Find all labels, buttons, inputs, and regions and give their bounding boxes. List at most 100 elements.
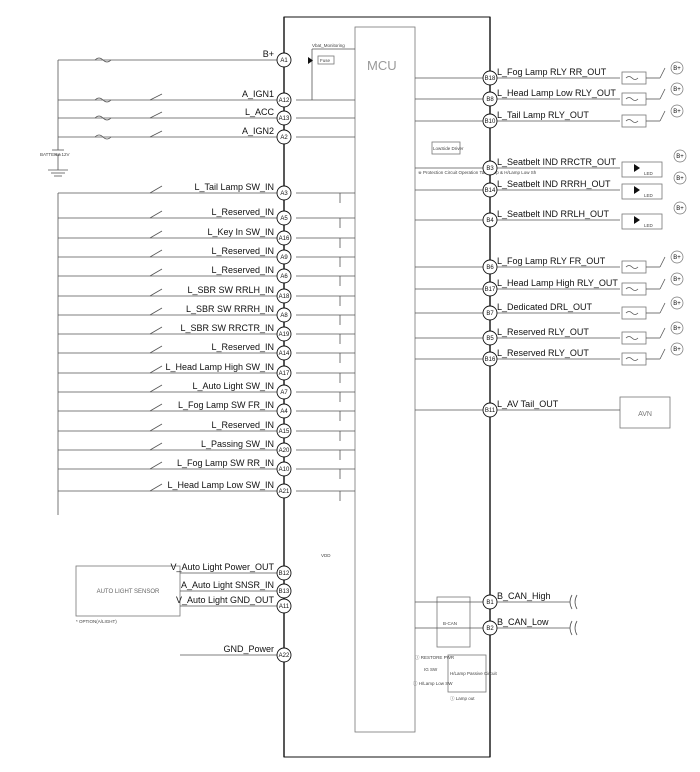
right-signal-label: L_Head Lamp High RLY_OUT bbox=[497, 278, 618, 288]
left-signal-label: L_SBR SW RRCTR_IN bbox=[180, 323, 274, 333]
left-signal-label: V_Auto Light GND_OUT bbox=[176, 595, 275, 605]
right-signal-label: L_Reserved RLY_OUT bbox=[497, 327, 589, 337]
left-signal-label: L_Tail Lamp SW_IN bbox=[194, 182, 274, 192]
bplus-terminal bbox=[670, 104, 684, 118]
bplus-label: B+ bbox=[673, 255, 681, 261]
pin-id: B17 bbox=[485, 287, 496, 293]
switch-icon bbox=[149, 483, 163, 492]
connector-pin bbox=[276, 565, 292, 581]
wakeup-output: ⓘ Lamp out bbox=[450, 695, 475, 702]
bplus-terminal bbox=[670, 342, 684, 356]
connector-pin bbox=[276, 461, 292, 477]
pin-id: B14 bbox=[485, 188, 496, 194]
connector-pin bbox=[482, 305, 498, 321]
fuse-icon bbox=[94, 134, 112, 140]
switch-icon bbox=[149, 93, 163, 101]
switch-icon bbox=[149, 249, 163, 258]
connector-pin bbox=[276, 92, 292, 108]
left-signal-label: L_ACC bbox=[245, 107, 275, 117]
right-signal-label: L_Seatbelt IND RRRH_OUT bbox=[497, 179, 611, 189]
bplus-terminal bbox=[670, 82, 684, 96]
wakeup-circuit-label: H/Lamp Passive Circuit bbox=[450, 671, 498, 676]
bplus-label: B+ bbox=[673, 301, 681, 307]
connector-pin bbox=[482, 70, 498, 86]
left-signal-label: L_Reserved_IN bbox=[211, 207, 274, 217]
bplus-terminal bbox=[670, 272, 684, 286]
right-signal-label: L_Seatbelt IND RRLH_OUT bbox=[497, 209, 610, 219]
relay-icon bbox=[621, 92, 647, 106]
left-signal-label: L_Reserved_IN bbox=[211, 342, 274, 352]
left-signal-label: L_Head Lamp Low SW_IN bbox=[167, 480, 274, 490]
can-bus-break-icon bbox=[569, 594, 578, 610]
led-indicator bbox=[621, 161, 663, 178]
led-label: LED bbox=[644, 193, 654, 198]
connector-pin bbox=[276, 52, 292, 68]
relay-coil-icon bbox=[625, 265, 639, 269]
relay-icon bbox=[621, 282, 647, 296]
switch-icon bbox=[149, 111, 163, 119]
relay-coil-icon bbox=[625, 76, 639, 80]
bplus-label: B+ bbox=[673, 277, 681, 283]
left-signal-label: L_SBR SW RRLH_IN bbox=[187, 285, 274, 295]
pin-id: A12 bbox=[279, 98, 290, 104]
left-signal-label: L_Auto Light SW_IN bbox=[192, 381, 274, 391]
left-signal-label: A_IGN1 bbox=[242, 89, 274, 99]
connector-pin bbox=[276, 423, 292, 439]
bplus-terminal bbox=[673, 149, 687, 163]
switch-icon bbox=[149, 461, 163, 470]
left-signal-label: L_Key In SW_IN bbox=[207, 227, 274, 237]
connector-pin bbox=[276, 598, 292, 614]
relay-coil-icon bbox=[625, 97, 639, 101]
switch-icon bbox=[149, 345, 163, 354]
fuse-label: Fuse bbox=[320, 58, 331, 63]
avn-unit bbox=[619, 396, 671, 429]
bplus-label: B+ bbox=[673, 347, 681, 353]
right-signal-label: L_Fog Lamp RLY RR_OUT bbox=[497, 67, 607, 77]
mcu-block bbox=[354, 26, 416, 733]
auto-light-sensor-label: AUTO LIGHT SENSOR bbox=[97, 589, 160, 595]
pin-id: A7 bbox=[280, 390, 288, 396]
connector-pin bbox=[482, 113, 498, 129]
left-signal-label: A_Auto Light SNSR_IN bbox=[181, 580, 274, 590]
pin-id: A1 bbox=[280, 58, 288, 64]
can-bus-break-icon bbox=[569, 620, 578, 636]
bplus-label: B+ bbox=[676, 206, 684, 212]
right-signal-label: B_CAN_Low bbox=[497, 617, 549, 627]
connector-pin bbox=[276, 129, 292, 145]
pin-id: A5 bbox=[280, 216, 288, 222]
switch-icon bbox=[149, 288, 163, 297]
pin-id: A18 bbox=[279, 294, 290, 300]
right-signal-label: L_Tail Lamp RLY_OUT bbox=[497, 110, 589, 120]
wakeup-input-1: ⓘ RESTORE PWR bbox=[415, 654, 455, 661]
led-diode-icon bbox=[634, 164, 640, 172]
pin-id: A17 bbox=[279, 371, 290, 377]
right-signal-label: L_Dedicated DRL_OUT bbox=[497, 302, 593, 312]
left-signal-label: L_Reserved_IN bbox=[211, 420, 274, 430]
pin-id: A2 bbox=[280, 135, 288, 141]
bplus-terminal bbox=[670, 250, 684, 264]
bplus-label: B+ bbox=[673, 66, 681, 72]
connector-pin bbox=[276, 403, 292, 419]
lowside-driver-label: LowSide Driver bbox=[433, 146, 464, 151]
relay-icon bbox=[621, 352, 647, 366]
pin-id: B8 bbox=[486, 97, 494, 103]
connector-pin bbox=[482, 160, 498, 176]
connector-pin bbox=[276, 268, 292, 284]
connector-pin bbox=[482, 259, 498, 275]
lowside-driver bbox=[431, 141, 461, 155]
pin-id: A11 bbox=[279, 604, 290, 610]
pin-id: A3 bbox=[280, 191, 288, 197]
pin-id: A22 bbox=[279, 653, 290, 659]
switch-icon bbox=[149, 423, 163, 432]
left-signal-label: GND_Power bbox=[223, 644, 274, 654]
bplus-terminal bbox=[670, 61, 684, 75]
connector-pin bbox=[482, 91, 498, 107]
left-signal-label: A_IGN2 bbox=[242, 126, 274, 136]
left-signal-label: L_Reserved_IN bbox=[211, 246, 274, 256]
connector-pin bbox=[276, 384, 292, 400]
connector-pin bbox=[276, 230, 292, 246]
pin-id: A15 bbox=[279, 429, 290, 435]
relay-coil-icon bbox=[625, 119, 639, 123]
battery-ground-icon bbox=[48, 60, 68, 177]
bplus-label: B+ bbox=[673, 87, 681, 93]
